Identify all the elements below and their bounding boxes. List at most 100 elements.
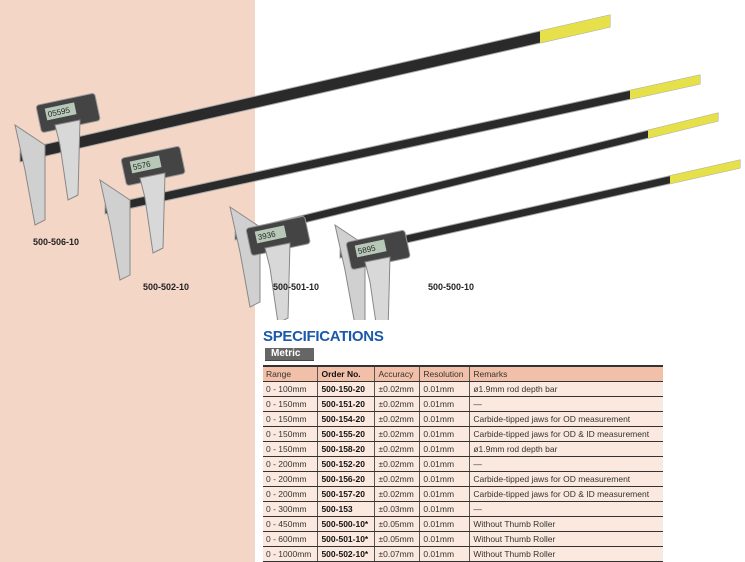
- table-cell: 0 - 200mm: [263, 471, 318, 487]
- table-cell: 0.01mm: [419, 486, 470, 502]
- table-cell: ±0.05mm: [374, 531, 420, 547]
- lcd-reading: 3936: [257, 229, 277, 242]
- column-header: Remarks: [469, 366, 663, 382]
- table-cell: ±0.02mm: [374, 426, 420, 442]
- model-label: 500-506-10: [33, 237, 80, 247]
- table-cell: ±0.02mm: [374, 456, 420, 472]
- table-cell: 0 - 150mm: [263, 396, 318, 412]
- table-cell: 0.01mm: [419, 546, 470, 562]
- table-cell: ±0.02mm: [374, 381, 420, 397]
- table-cell: ±0.05mm: [374, 516, 420, 532]
- table-cell: 500-158-20: [317, 441, 375, 457]
- table-cell: 0.01mm: [419, 471, 470, 487]
- table-cell: —: [469, 501, 663, 517]
- table-cell: 0.01mm: [419, 381, 470, 397]
- table-cell: 0 - 150mm: [263, 411, 318, 427]
- caliper-label-strip: [630, 75, 700, 100]
- table-cell: ø1.9mm rod depth bar: [469, 441, 663, 457]
- table-cell: 0.01mm: [419, 456, 470, 472]
- table-cell: Carbide-tipped jaws for OD & ID measurem…: [469, 426, 663, 442]
- lcd-reading: 5895: [357, 243, 377, 256]
- table-cell: 0 - 150mm: [263, 441, 318, 457]
- metric-tab: Metric: [265, 348, 315, 361]
- table-cell: 0 - 600mm: [263, 531, 318, 547]
- caliper: 5576: [99, 74, 701, 281]
- table-cell: 0.01mm: [419, 396, 470, 412]
- fixed-jaw: [229, 205, 261, 308]
- table-cell: Without Thumb Roller: [469, 531, 663, 547]
- column-header: Range: [263, 366, 318, 382]
- fixed-jaw: [99, 178, 131, 281]
- table-cell: 500-151-20: [317, 396, 375, 412]
- table-cell: ±0.07mm: [374, 546, 420, 562]
- table-cell: —: [469, 396, 663, 412]
- caliper-label-strip: [648, 113, 718, 139]
- table-cell: 0.01mm: [419, 531, 470, 547]
- column-header: Order No.: [317, 366, 375, 382]
- column-header: Accuracy: [374, 366, 420, 382]
- table-cell: Carbide-tipped jaws for OD & ID measurem…: [469, 486, 663, 502]
- caliper-beam: [19, 14, 611, 163]
- table-cell: 500-150-20: [317, 381, 375, 397]
- lcd-reading: 5576: [132, 159, 152, 172]
- table-cell: 500-501-10*: [317, 531, 375, 547]
- table-cell: 0 - 200mm: [263, 486, 318, 502]
- table-cell: Carbide-tipped jaws for OD measurement: [469, 411, 663, 427]
- moving-jaw: [54, 119, 81, 201]
- table-cell: 500-156-20: [317, 471, 375, 487]
- caliper: 5895: [334, 159, 741, 320]
- table-cell: ±0.02mm: [374, 441, 420, 457]
- table-cell: 500-153: [317, 501, 375, 517]
- model-label: 500-501-10: [273, 282, 320, 292]
- column-header: Resolution: [419, 366, 470, 382]
- table-cell: 500-500-10*: [317, 516, 375, 532]
- model-label: 500-500-10: [428, 282, 475, 292]
- table-cell: 0.01mm: [419, 426, 470, 442]
- table-cell: ±0.02mm: [374, 471, 420, 487]
- lcd-screen: [254, 225, 287, 244]
- table-cell: 0 - 1000mm: [263, 546, 318, 562]
- table-cell: ø1.9mm rod depth bar: [469, 381, 663, 397]
- table-cell: 500-502-10*: [317, 546, 375, 562]
- table-cell: 0.01mm: [419, 441, 470, 457]
- table-cell: 0.01mm: [419, 516, 470, 532]
- table-cell: —: [469, 456, 663, 472]
- table-cell: ±0.02mm: [374, 396, 420, 412]
- caliper-label-strip: [540, 15, 610, 44]
- table-cell: Carbide-tipped jaws for OD measurement: [469, 471, 663, 487]
- table-cell: ±0.03mm: [374, 501, 420, 517]
- table-cell: Without Thumb Roller: [469, 516, 663, 532]
- table-cell: 0 - 100mm: [263, 381, 318, 397]
- moving-jaw: [364, 256, 391, 320]
- table-cell: 0 - 450mm: [263, 516, 318, 532]
- table-cell: 0 - 300mm: [263, 501, 318, 517]
- section-title: SPECIFICATIONS: [263, 328, 384, 345]
- table-cell: 500-154-20: [317, 411, 375, 427]
- table-cell: 500-155-20: [317, 426, 375, 442]
- lcd-screen: [129, 155, 162, 174]
- table-cell: 0.01mm: [419, 501, 470, 517]
- model-label: 500-502-10: [143, 282, 190, 292]
- table-cell: ±0.02mm: [374, 486, 420, 502]
- table-cell: 500-152-20: [317, 456, 375, 472]
- lcd-screen: [354, 239, 387, 258]
- background-panel: [0, 0, 255, 562]
- table-cell: 500-157-20: [317, 486, 375, 502]
- caliper-label-strip: [670, 160, 740, 184]
- moving-jaw: [264, 242, 291, 320]
